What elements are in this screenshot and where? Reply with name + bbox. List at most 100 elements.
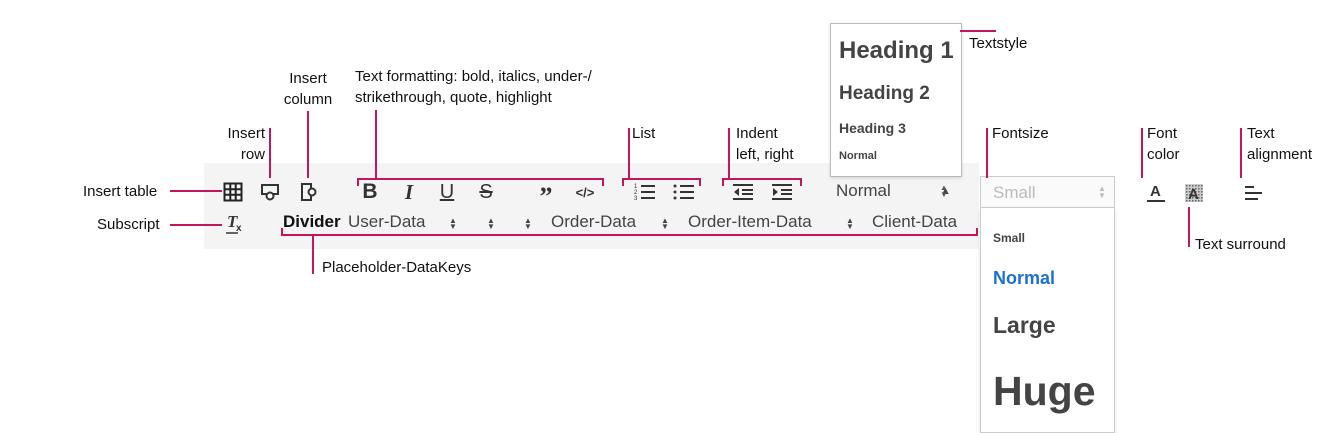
- placeholder-user-data[interactable]: User-Data: [348, 212, 425, 232]
- placeholder-divider[interactable]: Divider: [283, 212, 341, 231]
- fontsize-leader: [986, 128, 988, 178]
- indent-right-icon: [772, 184, 792, 200]
- subscript-leader: [170, 224, 222, 226]
- bullet-list-icon: [673, 184, 694, 200]
- placeholder-bracket: [281, 234, 978, 236]
- svg-text:x: x: [236, 223, 242, 234]
- font-color-icon: A: [1147, 183, 1165, 202]
- indent-right-button[interactable]: [770, 180, 794, 204]
- text-formatting-leader: [375, 110, 377, 178]
- text-surround-label: Text surround: [1195, 236, 1286, 253]
- font-color-label-line1: Font: [1147, 125, 1178, 142]
- text-formatting-bracket-l: [357, 178, 359, 186]
- insert-column-label-line1: Insert: [289, 70, 327, 87]
- placeholder-bracket-l: [281, 228, 283, 236]
- indent-bracket-r: [800, 178, 802, 186]
- underline-button[interactable]: U: [436, 180, 458, 204]
- svg-text:3: 3: [634, 196, 638, 202]
- insert-row-icon: [261, 184, 279, 201]
- indent-left-icon: [733, 184, 753, 200]
- subscript-label: Subscript: [97, 216, 160, 233]
- fontsize-arrows-icon: ▲▼: [1098, 184, 1106, 200]
- empty-select-arrows-icon[interactable]: ▲▼: [487, 216, 495, 231]
- bold-button[interactable]: B: [359, 180, 381, 204]
- indent-left-button[interactable]: [731, 180, 755, 204]
- italic-icon: I: [404, 179, 414, 204]
- list-leader: [628, 128, 630, 178]
- text-alignment-leader: [1240, 128, 1242, 178]
- svg-text:2: 2: [634, 190, 638, 196]
- fontsize-menu: Small Normal Large Huge: [980, 208, 1115, 433]
- table-icon: [223, 182, 243, 202]
- quote-button[interactable]: ”: [534, 180, 558, 211]
- text-formatting-label-line2: strikethrough, quote, highlight: [355, 89, 552, 106]
- ordered-list-icon: 1 2 3: [634, 184, 655, 202]
- insert-row-leader: [269, 128, 271, 178]
- textstyle-option-heading-2[interactable]: Heading 2: [839, 83, 930, 104]
- indent-leader: [728, 128, 730, 178]
- placeholder-bracket-r: [976, 228, 978, 236]
- clear-format-icon: T x: [226, 212, 242, 234]
- fontsize-option-small[interactable]: Small: [993, 231, 1026, 245]
- ordered-list-button[interactable]: 1 2 3: [633, 180, 657, 204]
- placeholder-client-data[interactable]: Client-Data: [872, 212, 958, 231]
- insert-column-button[interactable]: [298, 181, 320, 203]
- font-color-leader: [1141, 128, 1143, 178]
- text-formatting-label: Text formatting: bold, italics, under-/ …: [355, 66, 592, 108]
- svg-text:T: T: [227, 212, 238, 231]
- font-color-button[interactable]: A: [1145, 180, 1167, 206]
- text-alignment-label-line2: alignment: [1247, 146, 1313, 163]
- order-item-data-arrows-icon: ▲▼: [846, 216, 854, 231]
- font-color-label: Font color: [1147, 123, 1180, 165]
- textstyle-value: Normal: [836, 181, 891, 200]
- fontsize-option-huge[interactable]: Huge: [993, 368, 1096, 414]
- indent-bracket: [722, 178, 802, 180]
- fontsize-option-normal[interactable]: Normal: [993, 268, 1056, 288]
- text-alignment-button[interactable]: [1243, 182, 1265, 204]
- indent-bracket-l: [722, 178, 724, 186]
- text-formatting-label-line1: Text formatting: bold, italics, under-/: [355, 68, 592, 85]
- insert-table-button[interactable]: [222, 181, 244, 203]
- fontsize-label: Fontsize: [992, 125, 1049, 142]
- indent-label: Indent left, right: [736, 123, 794, 165]
- insert-table-leader: [170, 190, 222, 192]
- order-data-arrows-icon: ▲▼: [661, 216, 669, 231]
- fontsize-option-large[interactable]: Large: [993, 312, 1056, 338]
- list-bracket-r: [699, 178, 701, 186]
- bullet-list-button[interactable]: [672, 180, 696, 204]
- list-bracket: [622, 178, 701, 180]
- text-surround-button[interactable]: A: [1183, 180, 1205, 206]
- bold-icon: B: [362, 180, 378, 203]
- placeholder-user-data-label: User-Data: [348, 212, 426, 231]
- textstyle-option-heading-1[interactable]: Heading 1: [839, 37, 954, 64]
- svg-text:A: A: [1150, 183, 1161, 200]
- insert-column-icon: [301, 183, 317, 201]
- text-surround-leader: [1188, 207, 1190, 247]
- strikethrough-button[interactable]: S: [475, 180, 497, 204]
- user-data-arrows-icon: ▲▼: [449, 216, 457, 231]
- insert-row-button[interactable]: [259, 181, 281, 203]
- textstyle-option-normal[interactable]: Normal: [839, 150, 877, 162]
- insert-row-label-line1: Insert: [227, 125, 265, 142]
- insert-column-label-line2: column: [283, 91, 333, 108]
- indent-label-line2: left, right: [736, 146, 794, 163]
- fontsize-select[interactable]: Small ▲▼: [980, 176, 1115, 208]
- textstyle-option-heading-3[interactable]: Heading 3: [839, 120, 906, 136]
- textstyle-select[interactable]: Normal ▲: [836, 181, 956, 201]
- highlight-button[interactable]: </>: [572, 180, 598, 204]
- placeholder-leader: [312, 234, 314, 274]
- italic-button[interactable]: I: [398, 180, 420, 204]
- subscript-button[interactable]: T x: [224, 212, 248, 236]
- text-alignment-label: Text alignment: [1247, 123, 1312, 165]
- svg-text:A: A: [1188, 186, 1199, 203]
- font-color-label-line2: color: [1147, 146, 1180, 163]
- placeholder-order-data[interactable]: Order-Data: [551, 212, 637, 231]
- text-formatting-bracket: [357, 178, 604, 180]
- text-alignment-label-line1: Text: [1247, 125, 1275, 142]
- list-bracket-l: [622, 178, 624, 186]
- strikethrough-icon: S: [479, 180, 493, 203]
- textstyle-label: Textstyle: [969, 35, 1028, 52]
- insert-column-leader: [307, 111, 309, 178]
- placeholder-order-item-data[interactable]: Order-Item-Data: [688, 212, 812, 231]
- empty-select-arrows-icon[interactable]: ▲▼: [524, 216, 532, 231]
